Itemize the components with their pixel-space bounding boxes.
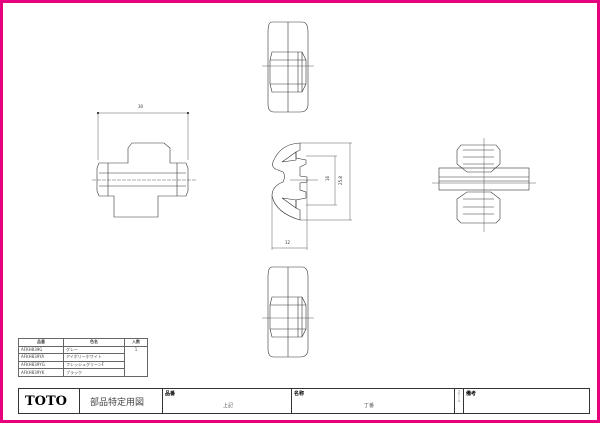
part-no: AFKH839YG <box>18 360 64 370</box>
bottom-view <box>262 266 314 358</box>
title-block: TOTO 部品特定用図 品番 上記 名称 丁番 スケール 備考 <box>18 388 590 414</box>
part-no: AFKH839G <box>18 345 64 355</box>
part-no-value: 上記 <box>223 403 234 409</box>
logo-cell: TOTO <box>19 389 80 413</box>
header-quantity: 入数 <box>124 338 148 347</box>
name-value: 丁番 <box>364 403 375 409</box>
name-cell: 名称 丁番 <box>292 389 455 413</box>
scale-label: スケール <box>457 390 461 402</box>
drawing-type-cell: 部品特定用図 <box>80 389 163 413</box>
table-row: AFKH839G グレー 1 <box>18 345 148 377</box>
drawing-type: 部品特定用図 <box>90 398 145 408</box>
dimension-width-12: 12 <box>285 240 291 245</box>
quantity: 1 <box>124 345 148 377</box>
part-no-label: 品番 <box>165 391 176 397</box>
top-view <box>262 21 314 113</box>
dimension-height-16: 16 <box>325 175 331 182</box>
dimension-height-25-8: 25.8 <box>337 176 343 185</box>
color-name: アイボリーホワイト <box>63 353 125 362</box>
toto-logo: TOTO <box>25 394 67 409</box>
name-label: 名称 <box>294 391 305 397</box>
left-view <box>92 111 196 218</box>
color-name: フレッシュグリーンF <box>63 360 125 370</box>
dimension-width-30: 30 <box>138 104 144 109</box>
part-no: AFKH839YK <box>18 368 64 377</box>
color-name: ブラック <box>63 368 125 377</box>
part-no-cell: 品番 上記 <box>163 389 292 413</box>
header-part-no: 品番 <box>18 338 64 347</box>
remarks-cell: 備考 <box>464 389 589 413</box>
color-name: グレー <box>63 345 125 355</box>
parts-table: 品番 色名 入数 AFKH839G グレー 1 AFKH839YA アイボリーホ… <box>18 338 148 377</box>
part-no: AFKH839YA <box>18 353 64 362</box>
right-view <box>432 138 536 232</box>
header-color: 色名 <box>63 338 125 347</box>
remarks-label: 備考 <box>466 391 477 397</box>
profile-view <box>271 142 352 250</box>
scale-cell: スケール <box>455 389 464 413</box>
table-row: AFKH839YK ブラック <box>18 368 148 377</box>
